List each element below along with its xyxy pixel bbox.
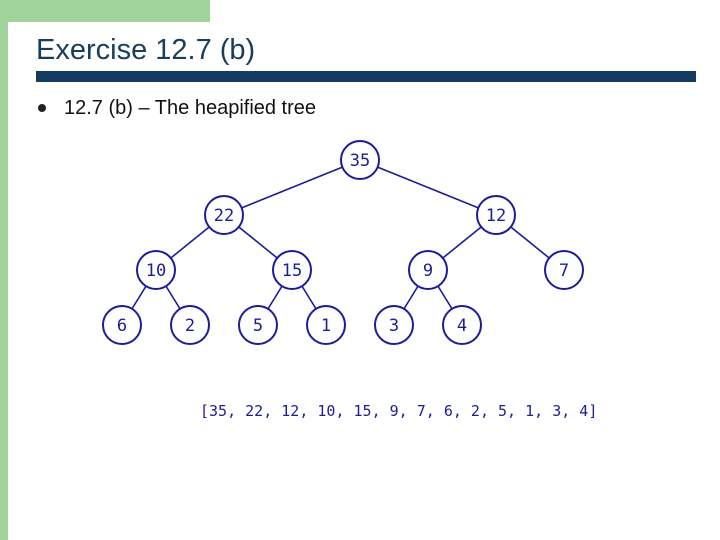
heap-array-text: [35, 22, 12, 10, 15, 9, 7, 6, 2, 5, 1, 3…: [200, 402, 598, 420]
tree-node-4: 4: [442, 305, 482, 345]
tree-node-22: 22: [204, 195, 244, 235]
tree-node-label: 6: [117, 316, 127, 336]
tree-node-circle: [306, 305, 346, 345]
tree-edges: [121, 159, 565, 326]
tree-node-label: 7: [559, 261, 569, 281]
slide-title: Exercise 12.7 (b): [36, 34, 256, 66]
tree-node-35: 35: [340, 140, 380, 180]
tree-node-6: 6: [102, 305, 142, 345]
tree-node-circle: [272, 250, 312, 290]
tree-node-circle: [544, 250, 584, 290]
tree-node-5: 5: [238, 305, 278, 345]
tree-node-circle: [170, 305, 210, 345]
tree-node-label: 9: [423, 261, 433, 281]
tree-node-label: 10: [146, 261, 166, 281]
tree-node-10: 10: [136, 250, 176, 290]
tree-node-9: 9: [408, 250, 448, 290]
left-accent-band: [0, 0, 8, 540]
bullet-dot-icon: [38, 104, 46, 112]
tree-node-7: 7: [544, 250, 584, 290]
tree-node-circle: [340, 140, 380, 180]
tree-node-label: 4: [457, 316, 467, 336]
tree-node-2: 2: [170, 305, 210, 345]
tree-nodes: 35 22 12 10 15 9 7 6 2 5 1 3 4: [102, 140, 584, 345]
tree-edge-35-12: [359, 159, 497, 216]
tree-node-circle: [136, 250, 176, 290]
tree-node-label: 3: [389, 316, 399, 336]
bullet-text: 12.7 (b) – The heapified tree: [64, 97, 317, 119]
tree-node-label: 1: [321, 316, 331, 336]
tree-node-label: 22: [214, 206, 234, 226]
tree-node-label: 15: [282, 261, 302, 281]
tree-node-3: 3: [374, 305, 414, 345]
tree-edge-35-22: [223, 159, 361, 216]
title-underline-bar: [36, 71, 696, 82]
tree-node-circle: [204, 195, 244, 235]
top-accent-band: [0, 0, 210, 22]
tree-node-label: 35: [350, 151, 370, 171]
tree-node-12: 12: [476, 195, 516, 235]
tree-node-label: 5: [253, 316, 263, 336]
tree-node-circle: [102, 305, 142, 345]
tree-node-label: 2: [185, 316, 195, 336]
tree-node-circle: [476, 195, 516, 235]
tree-node-circle: [408, 250, 448, 290]
tree-node-circle: [238, 305, 278, 345]
tree-node-15: 15: [272, 250, 312, 290]
tree-node-circle: [374, 305, 414, 345]
tree-node-1: 1: [306, 305, 346, 345]
tree-node-label: 12: [486, 206, 506, 226]
tree-node-circle: [442, 305, 482, 345]
